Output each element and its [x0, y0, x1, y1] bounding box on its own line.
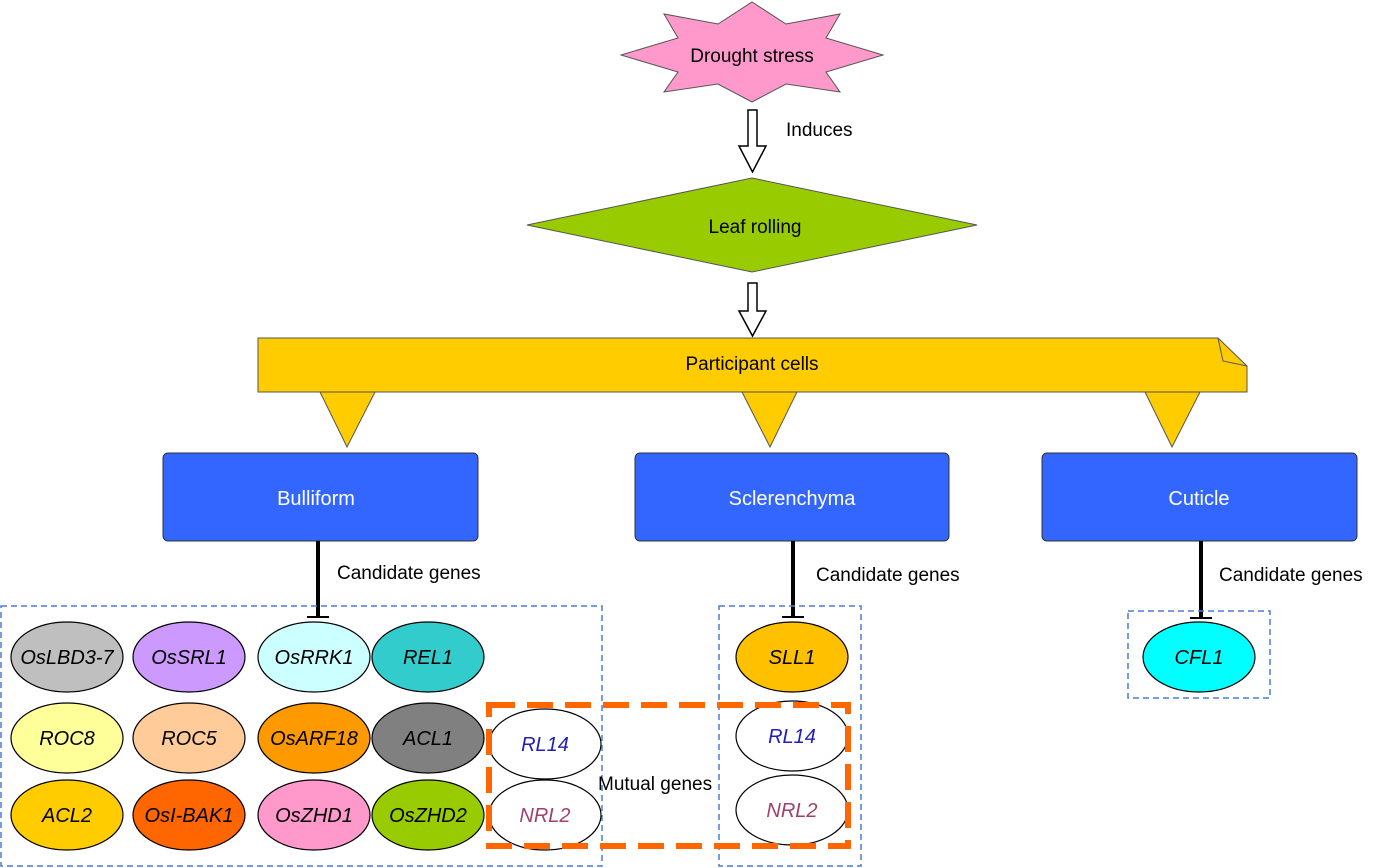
gene-ossrl1-label: OsSRL1: [151, 647, 227, 669]
mutual-genes-border: [486, 702, 851, 849]
gene-osrrk1-label: OsRRK1: [275, 647, 354, 669]
participant-cells-label: Participant cells: [685, 354, 818, 375]
sclerenchyma-box: Sclerenchyma: [634, 452, 950, 542]
sclerenchyma-pointer: [741, 391, 798, 449]
gene-roc5-ellipse: [132, 702, 246, 774]
bulliform-link: [307, 541, 329, 618]
mutual-rl14-right-label: RL14: [768, 726, 816, 748]
bulliform-candidate-label: Candidate genes: [337, 563, 481, 584]
gene-acl2-label: ACL2: [41, 805, 92, 827]
sclerenchyma-label: Sclerenchyma: [729, 488, 857, 510]
gene-cfl1-ellipse: [1142, 621, 1256, 693]
mutual-genes-group: RL14 NRL2 RL14 NRL2 Mutual genes: [486, 700, 851, 851]
sclerenchyma-gene: SLL1: [735, 621, 849, 693]
gene-acl1-label: ACL1: [402, 728, 453, 750]
banner-fold: [1217, 337, 1248, 367]
gene-roc5-label: ROC5: [161, 728, 217, 750]
gene-osarf18-label: OsARF18: [270, 728, 358, 750]
cuticle-pointer: [1144, 391, 1201, 449]
bulliform-rect: [162, 452, 479, 542]
mutual-nrl2-right-label: NRL2: [766, 800, 817, 822]
gene-oslbd3-7-ellipse: [10, 621, 124, 693]
participant-cells-banner: Participant cells: [257, 337, 1248, 393]
gene-roc8-ellipse: [10, 702, 124, 774]
gene-acl2-ellipse: [10, 779, 124, 851]
bulliform-box: Bulliform: [162, 452, 479, 542]
cuticle-candidate-label: Candidate genes: [1219, 565, 1363, 586]
drought-stress-label: Drought stress: [690, 46, 814, 67]
gene-cfl1-label: CFL1: [1175, 647, 1224, 669]
gene-rel1-ellipse: [371, 621, 485, 693]
gene-osrrk1-ellipse: [257, 621, 371, 693]
mutual-rl14-left-label: RL14: [521, 734, 569, 756]
gene-sll1-label: SLL1: [769, 647, 816, 669]
cuticle-box: Cuticle: [1041, 452, 1358, 542]
gene-roc8-label: ROC8: [39, 728, 95, 750]
sclerenchyma-candidate-label: Candidate genes: [816, 565, 960, 586]
gene-oslbd3-7-label: OsLBD3-7: [20, 647, 114, 669]
induces-arrow: [737, 109, 768, 174]
sclerenchyma-link: [782, 541, 804, 618]
bulliform-pointer: [319, 391, 376, 449]
cuticle-link: [1190, 541, 1212, 619]
sclerenchyma-gene-group: [718, 605, 862, 867]
cuticle-gene-group: [1127, 610, 1271, 699]
gene-sll1-ellipse: [735, 621, 849, 693]
banner-shape: [257, 337, 1248, 393]
rolling-to-cells-arrow: [737, 282, 768, 338]
bulliform-label: Bulliform: [277, 488, 355, 510]
leaf-rolling-node: Leaf rolling: [526, 177, 978, 273]
gene-oszhd1-ellipse: [257, 779, 371, 851]
gene-osarf18-ellipse: [257, 702, 371, 774]
cuticle-label: Cuticle: [1168, 488, 1229, 510]
mutual-genes-label: Mutual genes: [598, 774, 712, 795]
gene-ossrl1-ellipse: [132, 621, 246, 693]
leaf-rolling-diamond: [526, 177, 978, 273]
gene-osi-bak1-label: OsI-BAK1: [145, 805, 234, 827]
gene-oszhd2-label: OsZHD2: [389, 805, 467, 827]
bulliform-gene-group: [0, 605, 603, 867]
gene-osi-bak1-ellipse: [132, 779, 246, 851]
cuticle-gene: CFL1: [1142, 621, 1256, 693]
gene-oszhd1-label: OsZHD1: [275, 805, 353, 827]
leaf-rolling-label: Leaf rolling: [709, 217, 802, 238]
gene-rel1-label: REL1: [403, 647, 453, 669]
induces-label: Induces: [786, 120, 853, 141]
gene-acl1-ellipse: [371, 702, 485, 774]
drought-stress-node: Drought stress: [619, 1, 885, 103]
gene-oszhd2-ellipse: [371, 779, 485, 851]
drought-stress-star: [619, 1, 885, 103]
mutual-nrl2-left-label: NRL2: [519, 805, 570, 827]
